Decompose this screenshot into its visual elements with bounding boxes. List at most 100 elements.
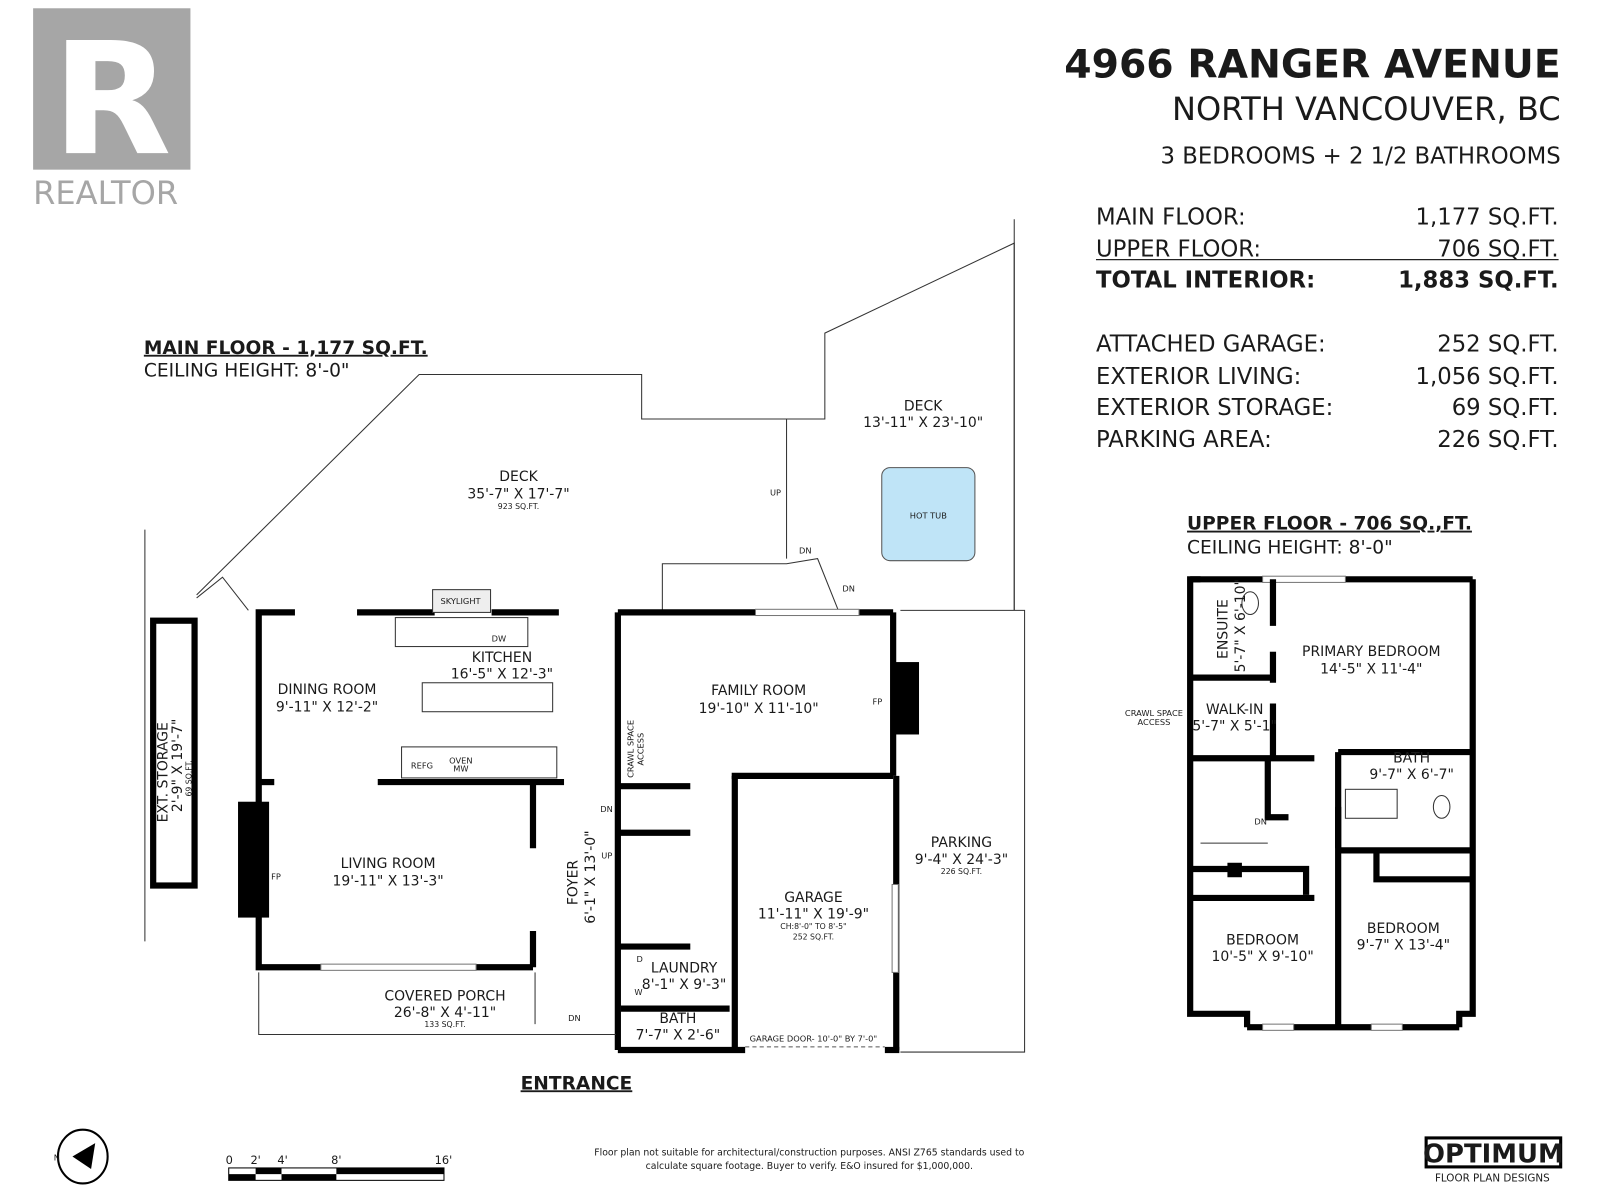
stat-value: 1,177 SQ.FT. (1416, 204, 1559, 230)
ensuite-dims: 5'-7" X 6'-10" (1233, 579, 1249, 672)
stat-value: 1,056 SQ.FT. (1416, 364, 1559, 390)
foyer-dims: 6'-1" X 13'-0" (583, 830, 599, 923)
stat-label: EXTERIOR STORAGE: (1096, 395, 1333, 421)
crawl-label: CRAWL SPACE (1125, 708, 1183, 718)
ext-storage-dims: 2'-9" X 19'-7" (170, 719, 186, 812)
area-summary: MAIN FLOOR: 1,177 SQ.FT. UPPER FLOOR: 70… (1096, 204, 1559, 452)
living-fireplace (238, 801, 270, 918)
scale-bar: 0 2' 4' 8' 16' (226, 1153, 453, 1181)
brand-name: OPTIMUM (1423, 1140, 1564, 1170)
garage-area: 252 SQ.FT. (793, 932, 834, 941)
refg-label: REFG (411, 761, 433, 771)
bath-dims: 7'-7" X 2'-6" (636, 1028, 721, 1044)
realtor-logo: R REALTOR (33, 8, 191, 212)
deck-name: DECK (499, 469, 538, 485)
bath-dims: 9'-7" X 6'-7" (1369, 767, 1454, 783)
living-dims: 19'-11" X 13'-3" (333, 874, 444, 890)
stat-label: UPPER FLOOR: (1096, 237, 1261, 263)
bed-bath-count: 3 BEDROOMS + 2 1/2 BATHROOMS (1161, 143, 1561, 169)
up-label: UP (601, 851, 612, 861)
logo-text: REALTOR (33, 174, 178, 212)
hot-tub-label: HOT TUB (910, 510, 948, 520)
mw-label: MW (453, 764, 468, 774)
dining-name: DINING ROOM (278, 682, 377, 698)
deck-area: 923 SQ.FT. (498, 502, 539, 511)
laundry-dims: 8'-1" X 9'-3" (642, 977, 727, 993)
kitchen-dims: 16'-5" X 12'-3" (451, 667, 553, 683)
stat-value: 1,883 SQ.FT. (1398, 268, 1559, 294)
ext-storage-area: 69 SQ.FT. (184, 760, 193, 796)
deck-dims: 35'-7" X 17'-7" (467, 487, 569, 503)
porch-name: COVERED PORCH (384, 988, 505, 1004)
primary-bedroom-dims: 14'-5" X 11'-4" (1320, 661, 1422, 677)
crawl-label: CRAWL SPACE (625, 720, 635, 778)
washer-label: W (634, 987, 642, 997)
dryer-label: D (636, 954, 642, 964)
scale-tick: 0 (226, 1153, 233, 1167)
ext-storage-name: EXT. STORAGE (156, 722, 172, 822)
stat-label: ATTACHED GARAGE: (1096, 332, 1326, 358)
garage-ceiling: CH:8'-0" TO 8'-5" (780, 922, 846, 931)
stat-value: 226 SQ.FT. (1437, 427, 1558, 453)
entrance-label: ENTRANCE (521, 1073, 633, 1094)
up-label: UP (770, 488, 781, 498)
parking-name: PARKING (931, 835, 992, 851)
stat-value: 69 SQ.FT. (1452, 395, 1559, 421)
north-arrow: N (54, 1128, 109, 1185)
stat-label: MAIN FLOOR: (1096, 204, 1246, 230)
upper-floor-plan (1187, 575, 1476, 1031)
ensuite-name: ENSUITE (1215, 599, 1231, 659)
scale-tick: 16' (435, 1153, 453, 1167)
oven-label: OVEN (449, 755, 472, 765)
porch-dims: 26'-8" X 4'-11" (394, 1005, 496, 1021)
living-name: LIVING ROOM (341, 856, 436, 872)
stat-label: PARKING AREA: (1096, 427, 1272, 453)
stat-label: EXTERIOR LIVING: (1096, 364, 1301, 390)
bedroom-name: BEDROOM (1226, 932, 1299, 948)
fp-label: FP (872, 696, 882, 706)
bath-name: BATH (659, 1011, 696, 1027)
main-floor-ceiling: CEILING HEIGHT: 8'-0" (144, 361, 350, 382)
foyer-name: FOYER (565, 860, 581, 906)
upper-floor-heading: UPPER FLOOR - 706 SQ.,FT. (1187, 514, 1472, 535)
bedroom-dims: 9'-7" X 13'-4" (1357, 938, 1450, 954)
walkin-dims: 5'-7" X 5'-1" (1192, 718, 1277, 734)
main-floor-labels: DECK 35'-7" X 17'-7" 923 SQ.FT. DECK 13'… (156, 399, 1009, 1095)
access-label: ACCESS (1138, 717, 1171, 727)
porch-area: 133 SQ.FT. (424, 1020, 465, 1029)
brand-sub: FLOOR PLAN DESIGNS (1435, 1172, 1550, 1184)
dn-label: DN (799, 545, 812, 555)
scale-tick: 4' (277, 1153, 287, 1167)
upper-floor-labels: ENSUITE 5'-7" X 6'-10" PRIMARY BEDROOM 1… (1125, 579, 1454, 965)
scale-tick: 2' (250, 1153, 260, 1167)
dn-label: DN (600, 804, 613, 814)
family-fireplace (892, 662, 920, 735)
disclaimer-line: calculate square footage. Buyer to verif… (646, 1161, 973, 1172)
main-floor-plan (144, 219, 1026, 1054)
stat-label: TOTAL INTERIOR: (1096, 268, 1315, 294)
dn-label: DN (1254, 816, 1267, 826)
optimum-logo: OPTIMUM FLOOR PLAN DESIGNS (1423, 1136, 1564, 1184)
dining-dims: 9'-11" X 12'-2" (276, 700, 378, 716)
disclaimer-line: Floor plan not suitable for architectura… (594, 1148, 1024, 1159)
scale-tick: 8' (331, 1153, 341, 1167)
family-dims: 19'-10" X 11'-10" (699, 701, 819, 717)
property-city: NORTH VANCOUVER, BC (1172, 90, 1561, 128)
family-name: FAMILY ROOM (711, 683, 806, 699)
laundry-name: LAUNDRY (651, 960, 718, 976)
dn-label: DN (568, 1013, 581, 1023)
primary-bedroom-name: PRIMARY BEDROOM (1302, 644, 1440, 660)
north-label: N (54, 1153, 60, 1163)
deck2-dims: 13'-11" X 23'-10" (863, 415, 983, 431)
bedroom-dims: 10'-5" X 9'-10" (1211, 949, 1313, 965)
bedroom-name: BEDROOM (1367, 921, 1440, 937)
stat-value: 706 SQ.FT. (1437, 237, 1558, 263)
dn-label: DN (842, 584, 855, 594)
property-address: 4966 RANGER AVENUE (1064, 43, 1560, 88)
access-label: ACCESS (636, 733, 646, 766)
garage-name: GARAGE (784, 890, 842, 906)
hot-tub (881, 467, 976, 562)
kitchen-name: KITCHEN (472, 650, 532, 666)
bath-name: BATH (1393, 750, 1430, 766)
